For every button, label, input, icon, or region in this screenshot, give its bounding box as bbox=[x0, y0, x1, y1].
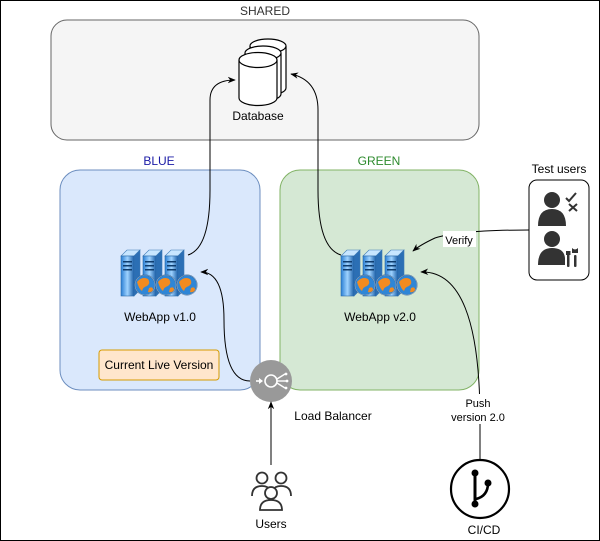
user-tools-icon bbox=[538, 231, 578, 267]
current-live-version-label: Current Live Version bbox=[105, 358, 214, 372]
push-label-line2: version 2.0 bbox=[451, 412, 505, 424]
verify-edge-label: Verify bbox=[443, 231, 476, 247]
database-node[interactable]: Database bbox=[232, 38, 287, 123]
cicd-label: CI/CD bbox=[468, 523, 501, 537]
webapp-v1-node[interactable]: WebApp v1.0 bbox=[121, 250, 197, 324]
webapp-v2-node[interactable]: WebApp v2.0 bbox=[341, 250, 417, 324]
load-balancer-icon bbox=[250, 360, 292, 402]
verify-arrow[interactable] bbox=[412, 229, 530, 252]
shared-zone-label: SHARED bbox=[240, 4, 290, 18]
load-balancer-label: Load Balancer bbox=[294, 409, 371, 423]
lb-to-webapp-v1-arrow[interactable] bbox=[200, 268, 251, 382]
test-users-label: Test users bbox=[532, 162, 587, 176]
load-balancer-node[interactable]: Load Balancer bbox=[250, 360, 372, 423]
users-icon bbox=[251, 471, 292, 511]
blue-zone-label: BLUE bbox=[143, 154, 174, 168]
database-icon bbox=[238, 38, 287, 107]
test-users-node[interactable]: Test users bbox=[528, 162, 590, 281]
green-zone-label: GREEN bbox=[358, 154, 401, 168]
webapp-v2-to-db-arrow[interactable] bbox=[290, 72, 342, 256]
users-node[interactable]: Users bbox=[251, 471, 292, 532]
current-live-version-badge[interactable]: Current Live Version bbox=[98, 349, 220, 381]
cicd-node[interactable]: CI/CD bbox=[449, 458, 511, 537]
push-edge-label: Push version 2.0 bbox=[448, 394, 510, 424]
git-branch-icon bbox=[449, 458, 511, 520]
webapp-v1-label: WebApp v1.0 bbox=[124, 310, 196, 324]
webapp-v2-label: WebApp v2.0 bbox=[344, 310, 416, 324]
webapp-v1-to-db-arrow[interactable] bbox=[187, 76, 236, 256]
push-label-line1: Push bbox=[465, 398, 490, 410]
user-check-icon bbox=[538, 192, 578, 226]
verify-label: Verify bbox=[445, 235, 473, 247]
users-label: Users bbox=[255, 517, 286, 531]
database-label: Database bbox=[232, 109, 284, 123]
